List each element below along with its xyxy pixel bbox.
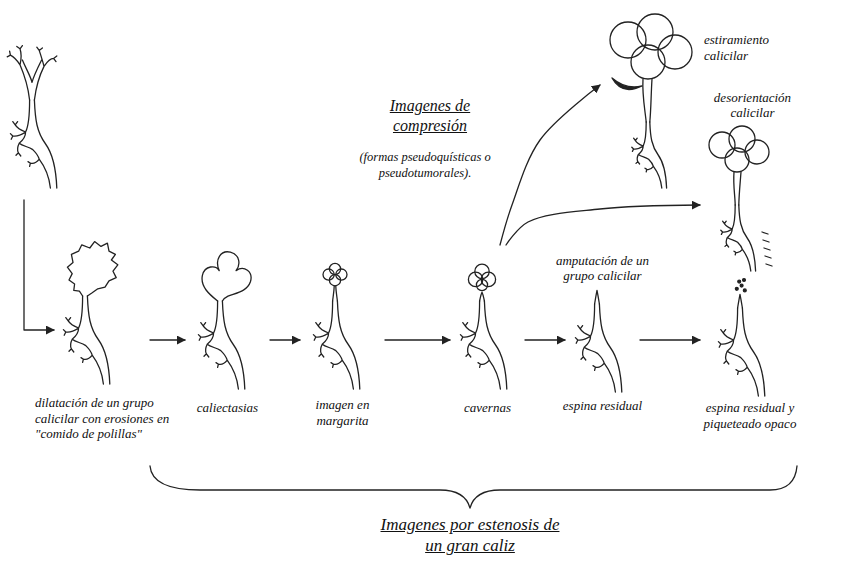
normal-calyx	[7, 46, 57, 188]
figure-caption: dilatación de un grupo calicilar con ero…	[35, 395, 180, 442]
pelvis-outline	[721, 205, 756, 271]
compressed-circle	[637, 14, 673, 50]
upper-calyces	[7, 46, 57, 100]
spine-with-dots	[718, 279, 764, 396]
flow-arrow	[500, 85, 600, 245]
figure-caption: amputación de un grupo calicilar	[545, 253, 660, 284]
daisy-image	[313, 263, 359, 389]
figure-caption: desorientación calicilar	[705, 90, 800, 121]
amputated-group	[575, 290, 621, 392]
residual-spine	[595, 290, 600, 304]
disoriented-calyx	[709, 126, 772, 271]
pelvis-outline	[718, 308, 764, 396]
narrow-stem	[333, 286, 338, 301]
calyx-figure: caliectasias	[185, 245, 270, 395]
stretched-calyx	[610, 14, 692, 188]
opaque-dot	[735, 287, 738, 290]
pelvis-outline	[632, 122, 667, 188]
stretched-stem	[643, 79, 652, 122]
disoriented-stem	[734, 172, 741, 205]
flow-arrow	[506, 205, 700, 245]
crescent	[612, 78, 642, 90]
figure-caption: imagen en margarita	[295, 397, 390, 428]
pelvis-outline	[10, 100, 56, 188]
calyx-figure: amputación de un grupo calicilarespina r…	[565, 290, 640, 395]
flow-arrow	[525, 339, 565, 340]
eroded-group	[67, 242, 117, 296]
opaque-dot	[743, 279, 746, 282]
figure-caption: espina residual	[560, 398, 645, 414]
figure-caption: cavernas	[440, 400, 535, 416]
figure-caption: estiramiento calicilar	[704, 32, 792, 63]
calyx-figure: espina residual y piqueteado opaco	[700, 280, 790, 398]
clover-group	[202, 252, 251, 301]
figure-caption: caliectasias	[175, 400, 280, 416]
compressed-circle	[631, 45, 665, 79]
compressed-circle	[658, 35, 692, 69]
flow-arrow	[24, 200, 54, 330]
opaque-dot	[743, 289, 746, 292]
pelvis-outline	[313, 301, 359, 389]
calyx-figure: cavernas	[450, 245, 525, 395]
calyx-figure: dilatación de un grupo calicilar con ero…	[40, 240, 150, 390]
flow-arrow	[385, 339, 450, 340]
caliectasis	[198, 252, 251, 389]
flow-arrow	[270, 339, 300, 340]
calyx-figure: estiramiento calicilar	[600, 12, 700, 192]
pelvis-outline	[198, 301, 244, 389]
heading-label: Imagenes de compresión	[380, 96, 480, 136]
cavern-circle	[475, 264, 489, 278]
note-label: (formas pseudoquísticas o pseudotumorale…	[350, 150, 500, 181]
residual-spine	[738, 294, 743, 308]
calyx-figure: imagen en margarita	[300, 245, 385, 395]
pelvis-outline	[460, 301, 506, 389]
petal-circle	[329, 263, 340, 274]
pelvis-outline	[575, 304, 621, 392]
curly-bracket	[150, 466, 797, 508]
compressed-circle	[725, 148, 749, 172]
caverns	[460, 264, 506, 389]
figures	[7, 14, 797, 508]
calyx-figure: desorientación calicilar	[700, 125, 775, 275]
closed-stem	[480, 292, 485, 301]
dilated-calyx	[63, 242, 117, 384]
opaque-dot	[740, 284, 743, 287]
opaque-dot	[738, 280, 741, 283]
figure-caption: espina residual y piqueteado opaco	[695, 400, 805, 431]
flow-arrow	[150, 339, 185, 340]
compressed-circle	[610, 22, 646, 58]
heading-label: Imagenes por estenosis de un gran caliz	[380, 514, 560, 557]
hatching	[762, 232, 772, 266]
pelvis-outline	[63, 296, 109, 384]
flow-arrow	[640, 339, 700, 340]
